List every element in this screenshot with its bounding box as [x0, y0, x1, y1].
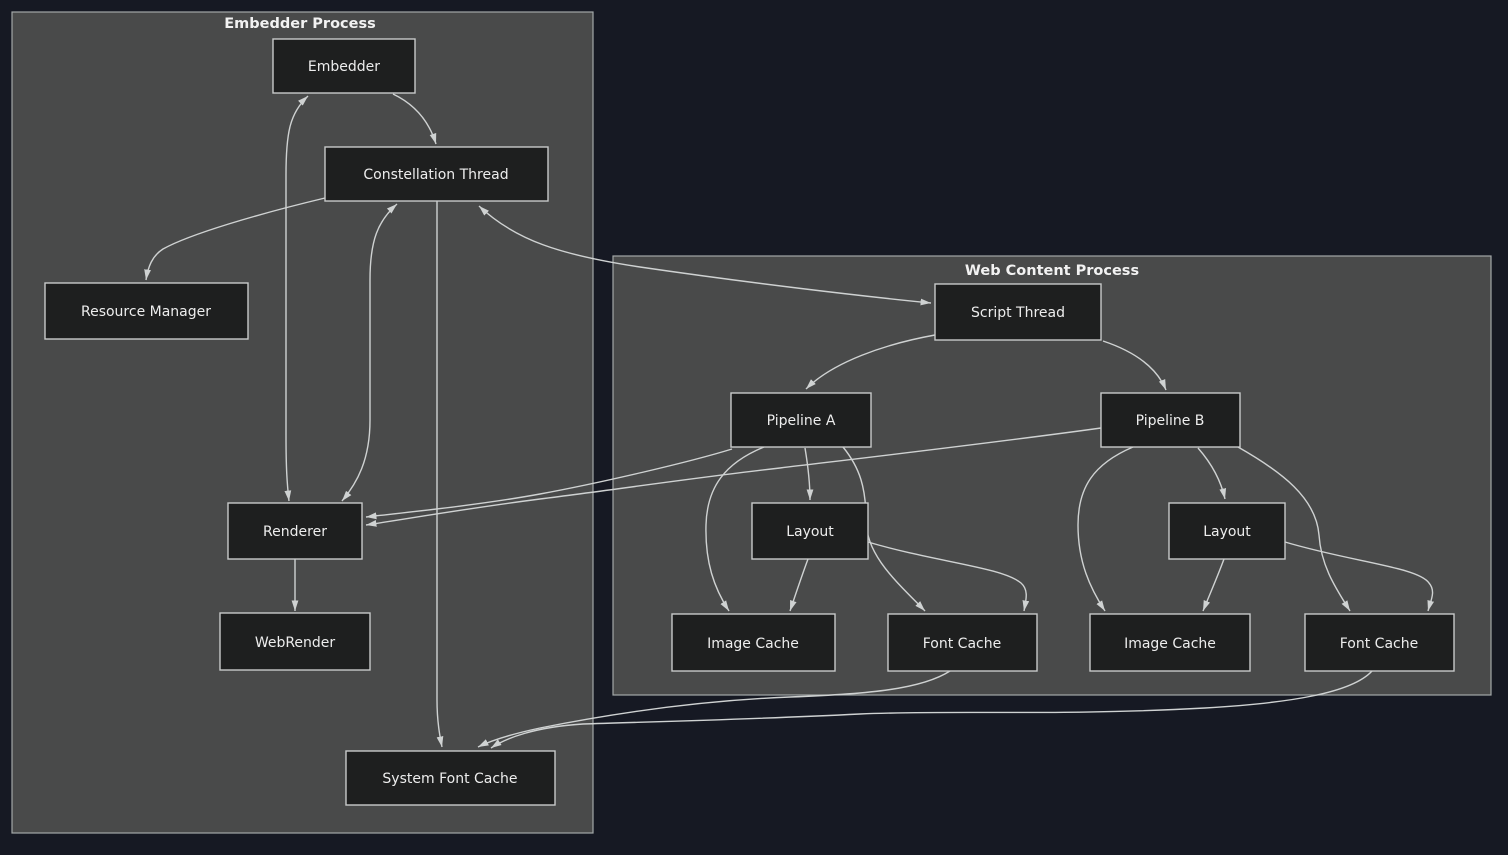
node-embedder-label: Embedder — [308, 59, 380, 75]
edge-font-cache-b-system-font-cache — [490, 670, 1373, 749]
node-renderer-label: Renderer — [263, 524, 327, 540]
node-pipeline-b: Pipeline B — [1100, 392, 1241, 448]
node-layout-b-box — [1168, 502, 1286, 560]
node-pipeline-a-label: Pipeline A — [767, 413, 836, 429]
node-script-thread-box — [934, 283, 1102, 341]
node-embedder-box — [272, 38, 416, 94]
edge-layout-b-image-cache-b — [1202, 558, 1225, 612]
cluster-embedder-process — [11, 11, 594, 834]
edge-pipeline-a-renderer — [365, 448, 733, 520]
node-image-cache-b-label: Image Cache — [1124, 636, 1216, 652]
node-font-cache-a-label: Font Cache — [923, 636, 1001, 652]
node-font-cache-b-box — [1304, 613, 1455, 672]
edge-script-thread-pipeline-b — [1102, 340, 1167, 391]
node-webrender-label: WebRender — [255, 635, 336, 651]
edge-pipeline-b-renderer — [365, 427, 1102, 527]
node-script-thread-label: Script Thread — [971, 305, 1065, 321]
edge-pipeline-b-layout-b — [1197, 447, 1227, 500]
node-image-cache-a-box — [671, 613, 836, 672]
node-pipeline-b-label: Pipeline B — [1136, 413, 1205, 429]
node-image-cache-b: Image Cache — [1089, 613, 1251, 672]
edge-pipeline-a-image-cache-a — [705, 446, 765, 612]
node-layout-b: Layout — [1168, 502, 1286, 560]
edge-constellation-system-font-cache — [436, 201, 444, 748]
node-renderer: Renderer — [227, 502, 363, 560]
node-renderer-box — [227, 502, 363, 560]
node-font-cache-a-box — [887, 613, 1038, 672]
node-layout-a-label: Layout — [786, 524, 834, 540]
node-webrender: WebRender — [219, 612, 371, 671]
node-pipeline-a-box — [730, 392, 872, 448]
edges-layer — [144, 93, 1435, 749]
node-resource-manager-label: Resource Manager — [81, 304, 211, 320]
node-image-cache-a: Image Cache — [671, 613, 836, 672]
node-script-thread: Script Thread — [934, 283, 1102, 341]
node-constellation-thread: Constellation Thread — [324, 146, 549, 202]
edge-constellation-resource-manager — [144, 197, 326, 281]
edge-layout-b-font-cache-b — [1284, 541, 1435, 612]
edge-embedder-constellation — [392, 93, 437, 145]
node-webrender-box — [219, 612, 371, 671]
node-font-cache-a: Font Cache — [887, 613, 1038, 672]
node-layout-a-box — [751, 502, 869, 560]
node-image-cache-a-label: Image Cache — [707, 636, 799, 652]
node-image-cache-b-box — [1089, 613, 1251, 672]
cluster-web-content-process-label: Web Content Process — [965, 263, 1139, 279]
edge-layout-a-font-cache-a — [867, 541, 1030, 612]
nodes-layer: Embedder Constellation Thread Resource M… — [44, 38, 1455, 806]
node-pipeline-b-box — [1100, 392, 1241, 448]
node-resource-manager-box — [44, 282, 249, 340]
edge-constellation-renderer — [341, 203, 398, 502]
edge-font-cache-a-system-font-cache — [477, 670, 951, 748]
edge-pipeline-a-layout-a — [804, 447, 814, 501]
node-embedder: Embedder — [272, 38, 416, 94]
node-system-font-cache-label: System Font Cache — [382, 771, 517, 787]
edge-pipeline-b-image-cache-b — [1077, 446, 1134, 612]
node-layout-b-label: Layout — [1203, 524, 1251, 540]
edge-constellation-script-thread — [478, 205, 932, 306]
edge-script-thread-pipeline-a — [805, 334, 936, 390]
node-constellation-thread-box — [324, 146, 549, 202]
edge-layout-a-image-cache-a — [789, 558, 809, 612]
node-system-font-cache-box — [345, 750, 556, 806]
node-constellation-thread-label: Constellation Thread — [363, 167, 508, 183]
edge-embedder-renderer — [284, 95, 309, 502]
node-layout-a: Layout — [751, 502, 869, 560]
cluster-embedder-process-label: Embedder Process — [224, 16, 375, 32]
edge-pipeline-b-font-cache-b — [1237, 446, 1351, 612]
node-pipeline-a: Pipeline A — [730, 392, 872, 448]
node-system-font-cache: System Font Cache — [345, 750, 556, 806]
node-font-cache-b: Font Cache — [1304, 613, 1455, 672]
node-resource-manager: Resource Manager — [44, 282, 249, 340]
node-font-cache-b-label: Font Cache — [1340, 636, 1418, 652]
